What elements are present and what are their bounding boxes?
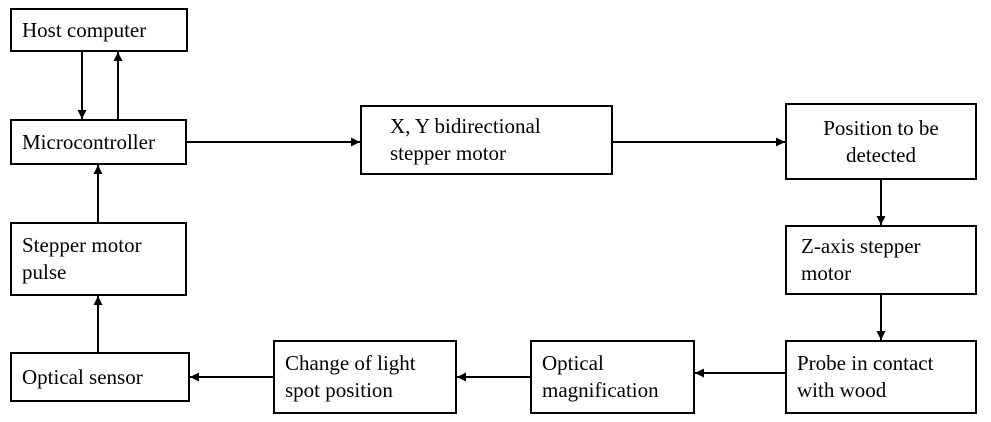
node-xy-stepper-motor: X, Y bidirectional stepper motor [360, 105, 613, 175]
node-host-computer: Host computer [10, 8, 188, 52]
node-optical-sensor: Optical sensor [10, 352, 190, 402]
node-z-axis-stepper-motor-label-1: Z-axis stepper [801, 234, 921, 258]
node-z-axis-stepper-motor-label-2: motor [801, 261, 852, 285]
node-z-axis-stepper-motor: Z-axis stepper motor [785, 225, 977, 295]
node-probe-in-contact-label-1: Probe in contact [797, 351, 934, 375]
node-optical-magnification: Optical magnification [530, 340, 695, 414]
node-microcontroller-label-1: Microcontroller [22, 129, 155, 154]
node-microcontroller: Microcontroller [10, 119, 187, 165]
node-position-to-be-detected-label-2: detected [846, 142, 916, 167]
node-change-of-light-spot-label-1: Change of light [285, 351, 416, 375]
node-probe-in-contact-label-2: with wood [797, 378, 887, 402]
node-xy-stepper-motor-label-2: stepper motor [390, 141, 507, 165]
node-change-of-light-spot: Change of light spot position [273, 340, 457, 414]
node-probe-in-contact: Probe in contact with wood [785, 340, 977, 414]
node-xy-stepper-motor-label-1: X, Y bidirectional [390, 114, 541, 138]
node-position-to-be-detected: Position to be detected [785, 103, 977, 180]
node-host-computer-label-1: Host computer [22, 17, 147, 42]
node-position-to-be-detected-label-1: Position to be [823, 115, 939, 140]
node-optical-sensor-label-1: Optical sensor [22, 364, 143, 389]
node-stepper-motor-pulse: Stepper motor pulse [10, 222, 187, 296]
node-optical-magnification-label-1: Optical [542, 351, 604, 375]
node-optical-magnification-label-2: magnification [542, 378, 659, 402]
node-stepper-motor-pulse-label-2: pulse [22, 260, 67, 284]
node-change-of-light-spot-label-2: spot position [285, 378, 393, 402]
node-stepper-motor-pulse-label-1: Stepper motor [22, 233, 142, 257]
